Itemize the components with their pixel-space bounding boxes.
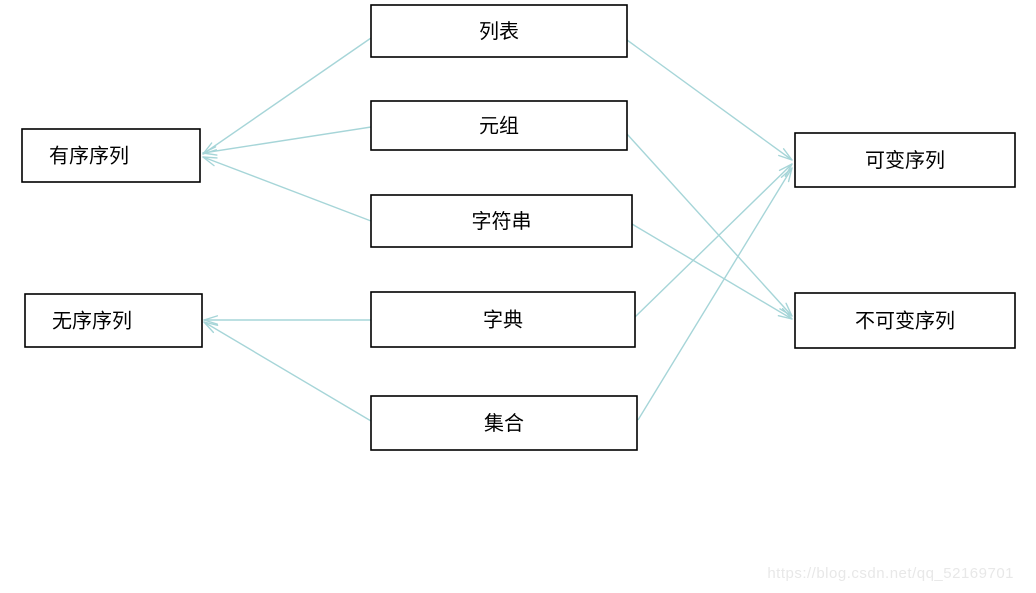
node-box-unordered <box>24 293 203 348</box>
edge-line-tuple-to-immutable <box>626 133 793 317</box>
arrowhead-icon <box>203 321 219 326</box>
arrowhead-icon <box>203 321 215 334</box>
node-mutable: 可变序列 <box>794 132 1016 188</box>
node-box-string <box>370 194 633 248</box>
arrowhead-icon <box>202 146 217 154</box>
node-label-string: 字符串 <box>472 210 532 233</box>
node-box-tuple <box>370 100 628 151</box>
edge-list-to-ordered <box>202 37 372 155</box>
arrowhead-icon <box>203 319 219 325</box>
node-box-dict <box>370 291 636 348</box>
node-label-unordered: 无序序列 <box>52 310 132 333</box>
arrowhead-icon <box>787 167 793 183</box>
node-set: 集合 <box>370 395 638 451</box>
edge-tuple-to-ordered <box>202 126 372 156</box>
edge-line-dict-to-mutable <box>634 163 793 318</box>
edge-line-tuple-to-ordered <box>202 126 372 154</box>
edge-string-to-immutable <box>631 223 793 320</box>
edge-tuple-to-immutable <box>626 133 793 317</box>
edge-string-to-ordered <box>202 156 372 222</box>
edge-line-list-to-ordered <box>202 37 372 155</box>
edge-line-string-to-ordered <box>202 156 372 222</box>
node-label-mutable: 可变序列 <box>865 149 945 172</box>
edge-line-list-to-mutable <box>626 39 793 161</box>
edge-set-to-mutable <box>637 167 793 421</box>
node-label-list: 列表 <box>479 20 519 43</box>
node-box-list <box>370 4 628 58</box>
arrowhead-icon <box>777 315 793 320</box>
arrowhead-icon <box>202 152 218 156</box>
node-list: 列表 <box>370 4 628 58</box>
watermark-text: https://blog.csdn.net/qq_52169701 <box>767 565 1014 582</box>
node-label-tuple: 元组 <box>479 115 519 138</box>
node-label-immutable: 不可变序列 <box>855 310 955 333</box>
node-immutable: 不可变序列 <box>794 292 1016 349</box>
arrowhead-icon <box>203 315 219 321</box>
node-label-dict: 字典 <box>483 309 523 332</box>
arrowhead-icon <box>778 154 793 161</box>
edge-line-set-to-mutable <box>637 167 793 421</box>
edge-list-to-mutable <box>626 39 793 161</box>
node-ordered: 有序序列 <box>21 128 201 183</box>
edge-dict-to-unordered <box>203 315 371 325</box>
node-label-ordered: 有序序列 <box>49 145 129 168</box>
arrowhead-icon <box>780 167 793 178</box>
node-box-immutable <box>794 292 1016 349</box>
node-box-ordered <box>21 128 201 183</box>
arrowhead-icon <box>778 163 793 172</box>
arrowhead-icon <box>785 302 793 317</box>
edge-line-set-to-unordered <box>203 321 372 422</box>
node-box-mutable <box>794 132 1016 188</box>
node-label-set: 集合 <box>484 412 524 435</box>
node-unordered: 无序序列 <box>24 293 203 348</box>
arrowhead-icon <box>202 156 215 167</box>
edge-set-to-unordered <box>203 321 372 422</box>
node-string: 字符串 <box>370 194 633 248</box>
node-box-set <box>370 395 638 451</box>
arrowhead-icon <box>782 148 793 161</box>
node-tuple: 元组 <box>370 100 628 151</box>
arrowhead-icon <box>781 307 793 320</box>
node-dict: 字典 <box>370 291 636 348</box>
arrowhead-icon <box>202 156 218 159</box>
edge-line-string-to-immutable <box>631 223 793 320</box>
